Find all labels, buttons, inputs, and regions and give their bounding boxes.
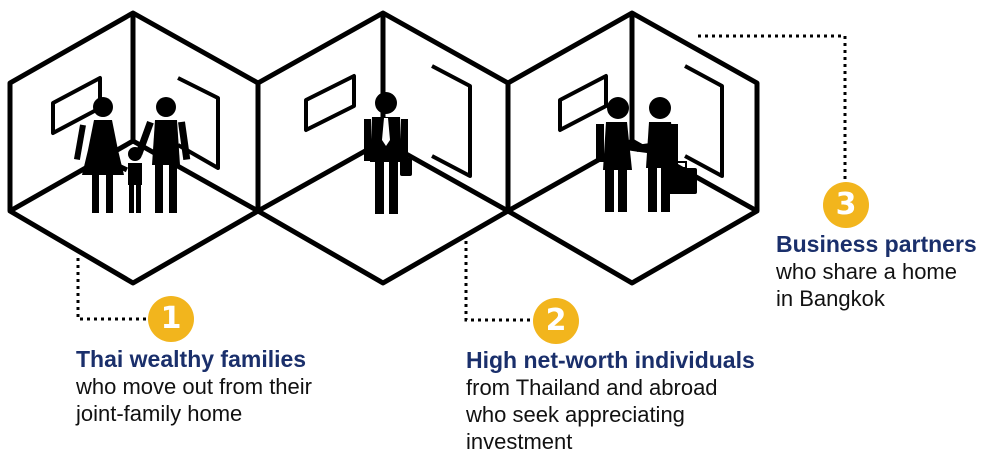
segment-3: Business partners who share a home in Ba… xyxy=(776,230,977,312)
number-badge-3: 3 xyxy=(823,182,869,228)
connector-2 xyxy=(464,241,532,322)
number-badge-2: 2 xyxy=(533,298,579,344)
businessman-icon xyxy=(364,92,412,214)
handshake-icon xyxy=(596,97,697,212)
connector-3 xyxy=(698,34,847,182)
segment-description: who move out from their joint-family hom… xyxy=(76,374,312,426)
number-badge-1: 1 xyxy=(148,296,194,342)
segment-description: from Thailand and abroad who seek apprec… xyxy=(466,375,718,454)
segment-title: Business partners xyxy=(776,231,977,257)
connector-1 xyxy=(76,258,146,321)
segment-2: High net-worth individuals from Thailand… xyxy=(466,346,755,455)
family-icon xyxy=(73,97,191,213)
segment-title: High net-worth individuals xyxy=(466,347,755,373)
segment-description: who share a home in Bangkok xyxy=(776,259,957,311)
segment-title: Thai wealthy families xyxy=(76,346,307,372)
segment-1: Thai wealthy families who move out from … xyxy=(76,345,312,427)
